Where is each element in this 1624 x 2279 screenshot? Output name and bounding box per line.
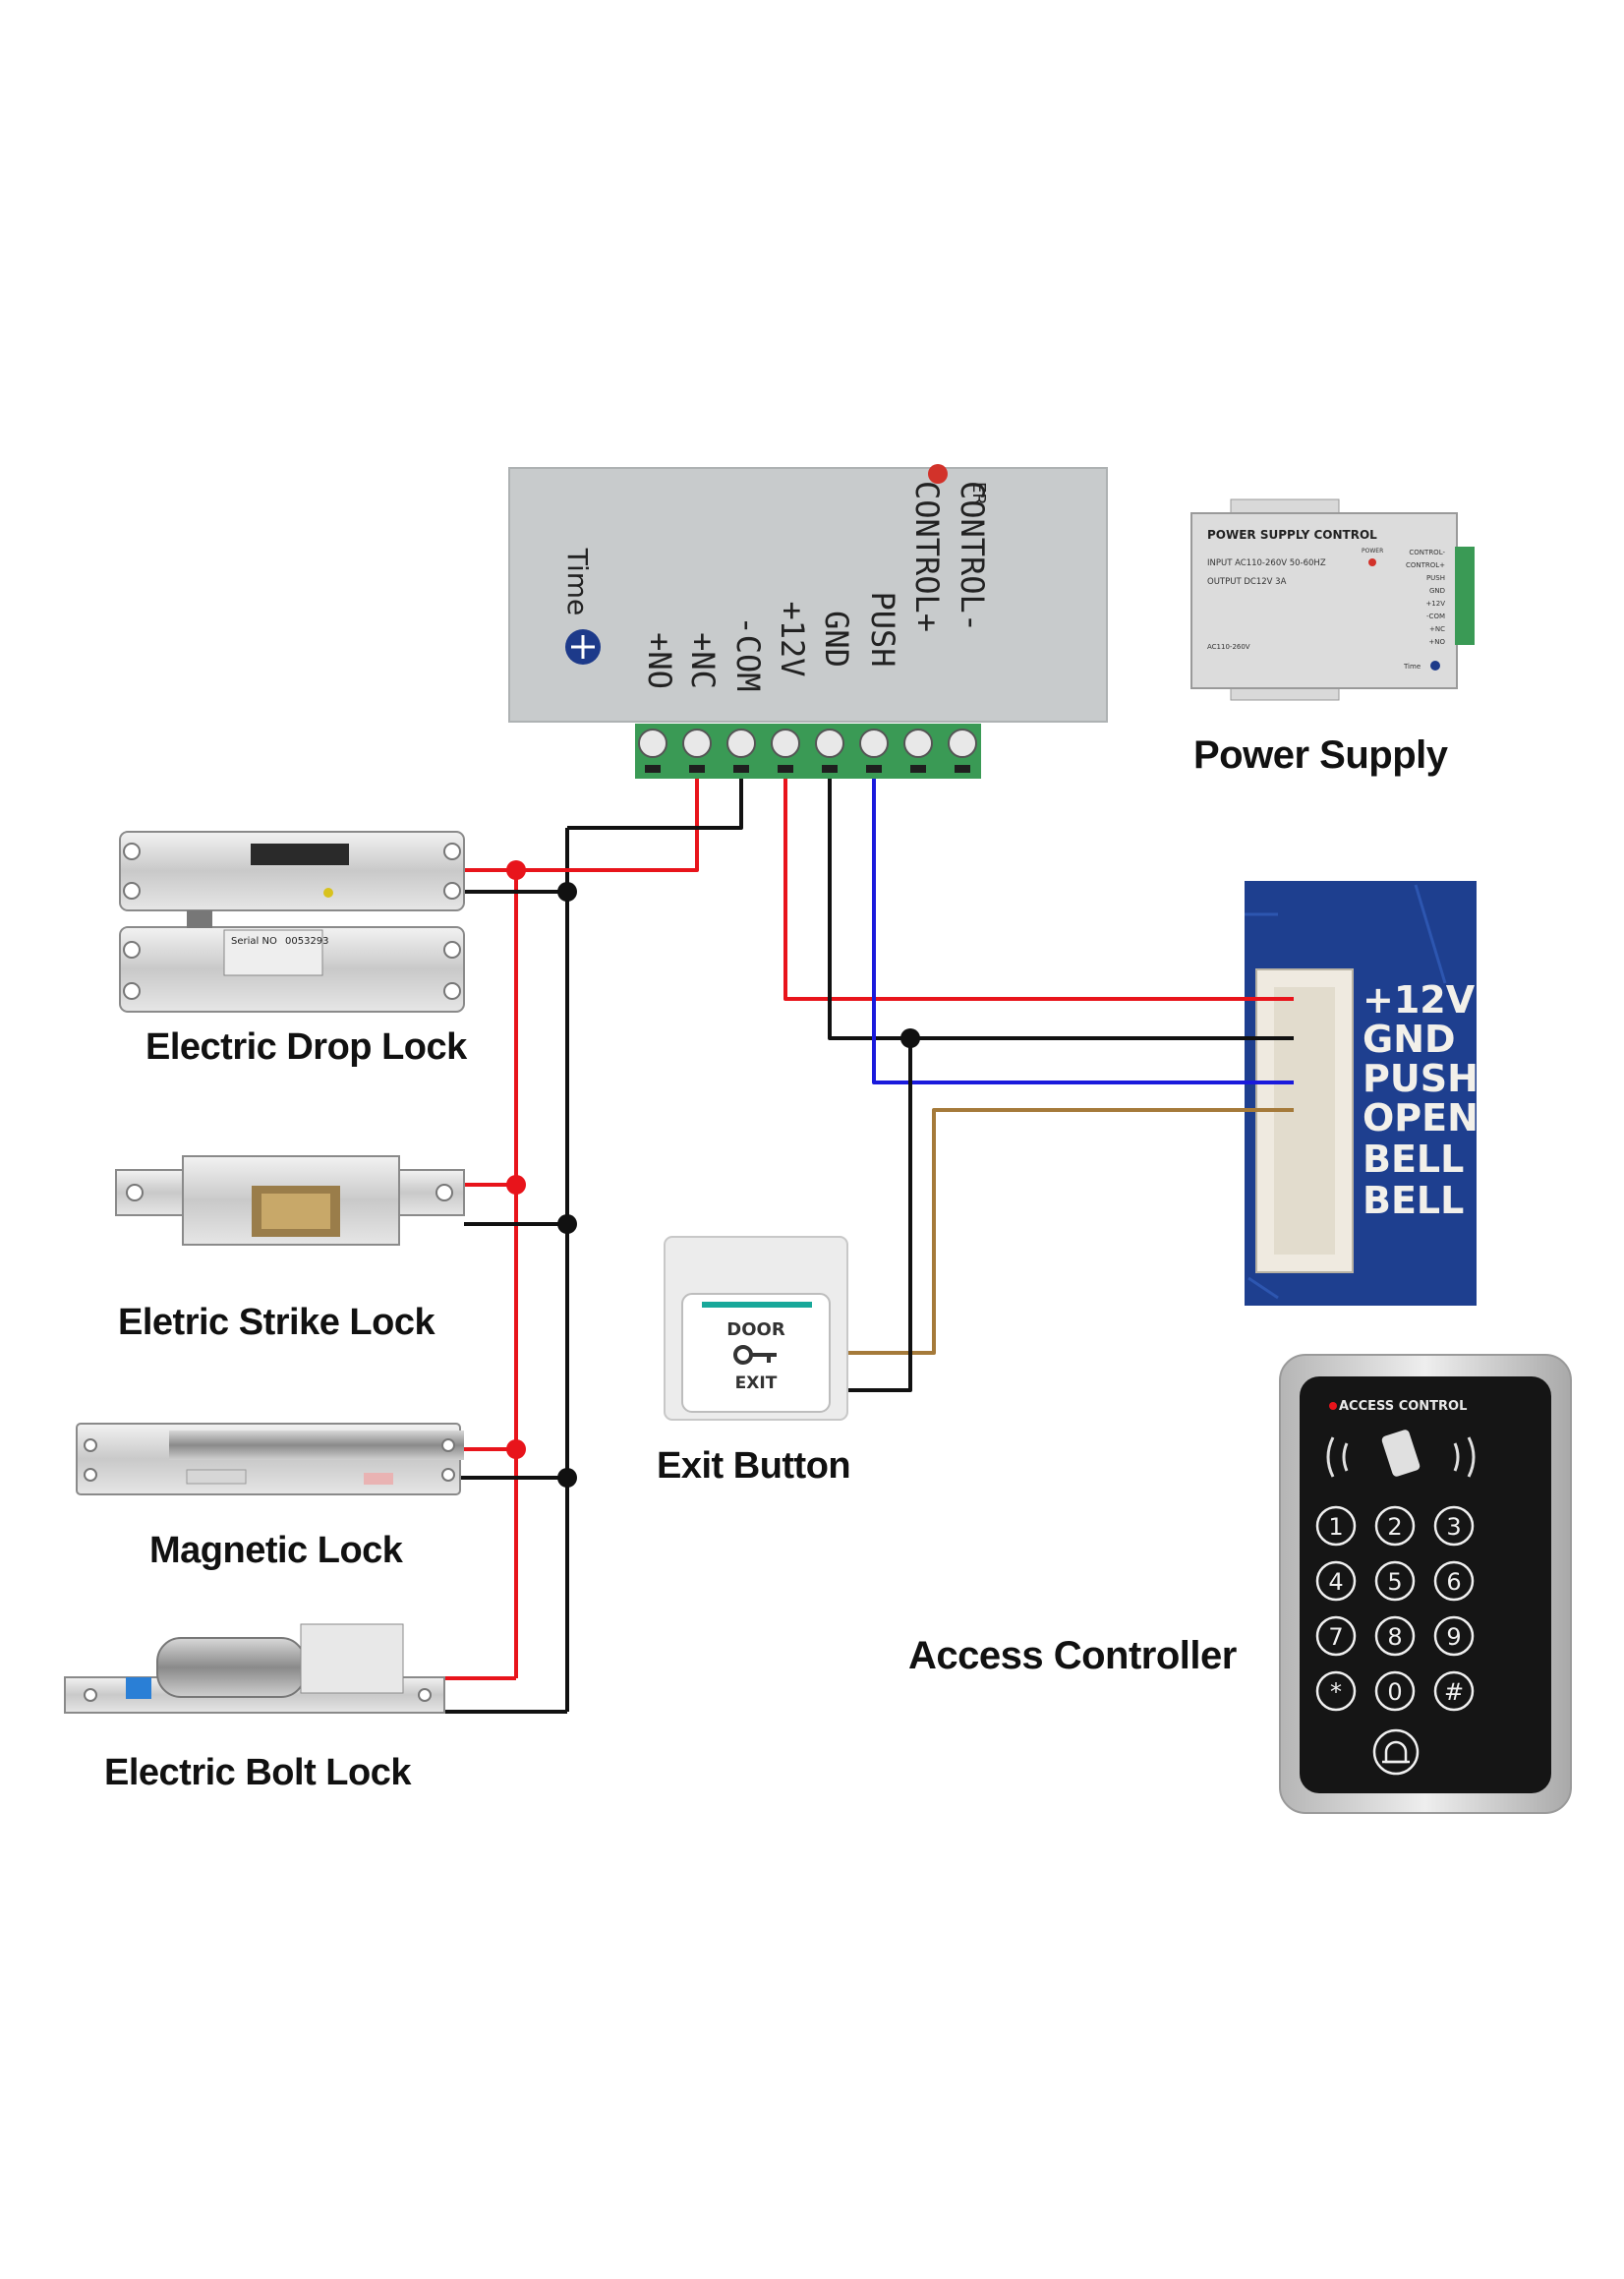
key-icon [733,1345,777,1365]
pin-label: GND [1363,1018,1456,1061]
power-led-icon [928,464,948,484]
ps-power-label: POWER [1362,548,1383,555]
pin-label: +12V [1363,978,1476,1022]
keypad-key-6[interactable]: 6 [1433,1560,1475,1602]
ps-input: INPUT AC110-260V 50-60HZ [1207,558,1326,568]
svg-text:9: 9 [1446,1623,1461,1651]
pin-label: OPEN [1363,1096,1479,1140]
open-wire [843,1108,1294,1355]
timer-label: Time [561,548,594,616]
ps-terminal: +12V [1425,600,1445,608]
ps-terminal: PUSH [1426,574,1445,582]
pin-label: PUSH [1363,1057,1479,1100]
gnd-wire [828,779,1294,1040]
keypad-key-7[interactable]: 7 [1315,1615,1357,1657]
exit-button-top-text: DOOR [726,1319,785,1340]
electric-strike-lock-icon [115,1155,465,1246]
12v-wire [783,779,1294,1001]
svg-text:2: 2 [1387,1513,1402,1541]
rfid-icon [1326,1430,1476,1478]
electric-bolt-lock-icon [64,1623,445,1714]
electric-drop-lock-icon: Serial NO 0053293 [119,831,465,1013]
keypad-key-hash[interactable]: # [1433,1670,1475,1712]
terminal-label: CONTROL- [954,481,991,632]
bolt-lock-caption: Electric Bolt Lock [104,1752,411,1793]
pin-label: BELL [1363,1138,1464,1181]
svg-text:4: 4 [1328,1568,1343,1596]
pin-label: BELL [1363,1179,1464,1222]
keypad: 1 2 3 4 5 6 7 8 9 * 0 # [1315,1505,1475,1712]
terminal-label: +NO [641,632,678,689]
ps-timer-label: Time [1403,663,1421,671]
keypad-key-9[interactable]: 9 [1433,1615,1475,1657]
access-controller-caption: Access Controller [908,1634,1237,1677]
terminal-label: PUSH [864,591,901,667]
ps-terminal: CONTROL+ [1406,561,1445,569]
wires [444,779,1294,1714]
ps-led-icon [1368,558,1376,566]
exit-button-bottom-text: EXIT [735,1373,778,1393]
ps-voltage-note: AC110-260V [1207,643,1250,651]
keypad-key-0[interactable]: 0 [1374,1670,1416,1712]
access-controller-icon: ACCESS CONTROL 1 2 3 4 5 6 7 8 9 * 0 # [1279,1354,1572,1814]
corner-label: ER [968,482,989,505]
strike-lock-caption: Eletric Strike Lock [118,1302,435,1343]
svg-text:7: 7 [1328,1623,1343,1651]
power-supply-unit: ER CONTROL- CONTROL+ PUSH GND +12V -COM … [508,464,1108,779]
terminal-label: GND [818,611,855,668]
timer-knob-icon [565,629,601,665]
magnetic-lock-icon [76,1423,464,1495]
push-wire [872,779,1294,1084]
junctions [506,860,920,1488]
svg-text:#: # [1444,1678,1464,1706]
ps-terminal: +NC [1429,625,1445,633]
exit-button-icon: DOOR EXIT [664,1236,848,1421]
status-led-icon [1329,1402,1337,1410]
ps-title: POWER SUPPLY CONTROL [1207,528,1377,542]
keypad-key-2[interactable]: 2 [1374,1505,1416,1547]
keypad-key-3[interactable]: 3 [1433,1505,1475,1547]
drop-lock-caption: Electric Drop Lock [145,1026,467,1068]
terminal-block [635,724,981,779]
ps-terminal: +NO [1428,638,1445,646]
ps-terminal: CONTROL- [1409,549,1445,556]
keypad-key-8[interactable]: 8 [1374,1615,1416,1657]
terminal-label: +NC [684,632,722,689]
bell-icon[interactable] [1372,1728,1420,1776]
terminal-label: CONTROL+ [908,481,946,632]
svg-text:*: * [1330,1678,1342,1706]
keypad-key-star[interactable]: * [1315,1670,1357,1712]
svg-text:0: 0 [1387,1678,1402,1706]
serial-label: Serial NO [231,936,277,947]
ps-terminal: -COM [1426,613,1445,620]
terminal-labels: CONTROL- CONTROL+ PUSH GND +12V -COM +NC… [641,481,991,692]
nc-wire [459,779,699,872]
ps-terminal: GND [1429,587,1445,595]
magnetic-lock-caption: Magnetic Lock [149,1530,403,1571]
com-wire [567,779,743,830]
exit-button-caption: Exit Button [657,1445,851,1487]
ps-timer-knob-icon [1430,661,1440,671]
ps-output: OUTPUT DC12V 3A [1207,577,1287,587]
keypad-key-4[interactable]: 4 [1315,1560,1357,1602]
serial-number: 0053293 [285,936,329,947]
svg-text:1: 1 [1328,1513,1343,1541]
controller-header: ACCESS CONTROL [1339,1399,1467,1414]
svg-text:6: 6 [1446,1568,1461,1596]
keypad-key-5[interactable]: 5 [1374,1560,1416,1602]
terminal-label: -COM [729,615,767,691]
svg-text:5: 5 [1387,1568,1402,1596]
power-supply-caption: Power Supply [1193,733,1448,777]
keypad-key-1[interactable]: 1 [1315,1505,1357,1547]
exit-gnd-wire [843,1038,912,1392]
controller-board: +12V GND PUSH OPEN BELL BELL [1245,881,1479,1306]
svg-text:3: 3 [1446,1513,1461,1541]
svg-text:8: 8 [1387,1623,1402,1651]
terminal-label: +12V [774,601,811,676]
power-supply-photo: POWER SUPPLY CONTROL INPUT AC110-260V 50… [1190,498,1475,701]
